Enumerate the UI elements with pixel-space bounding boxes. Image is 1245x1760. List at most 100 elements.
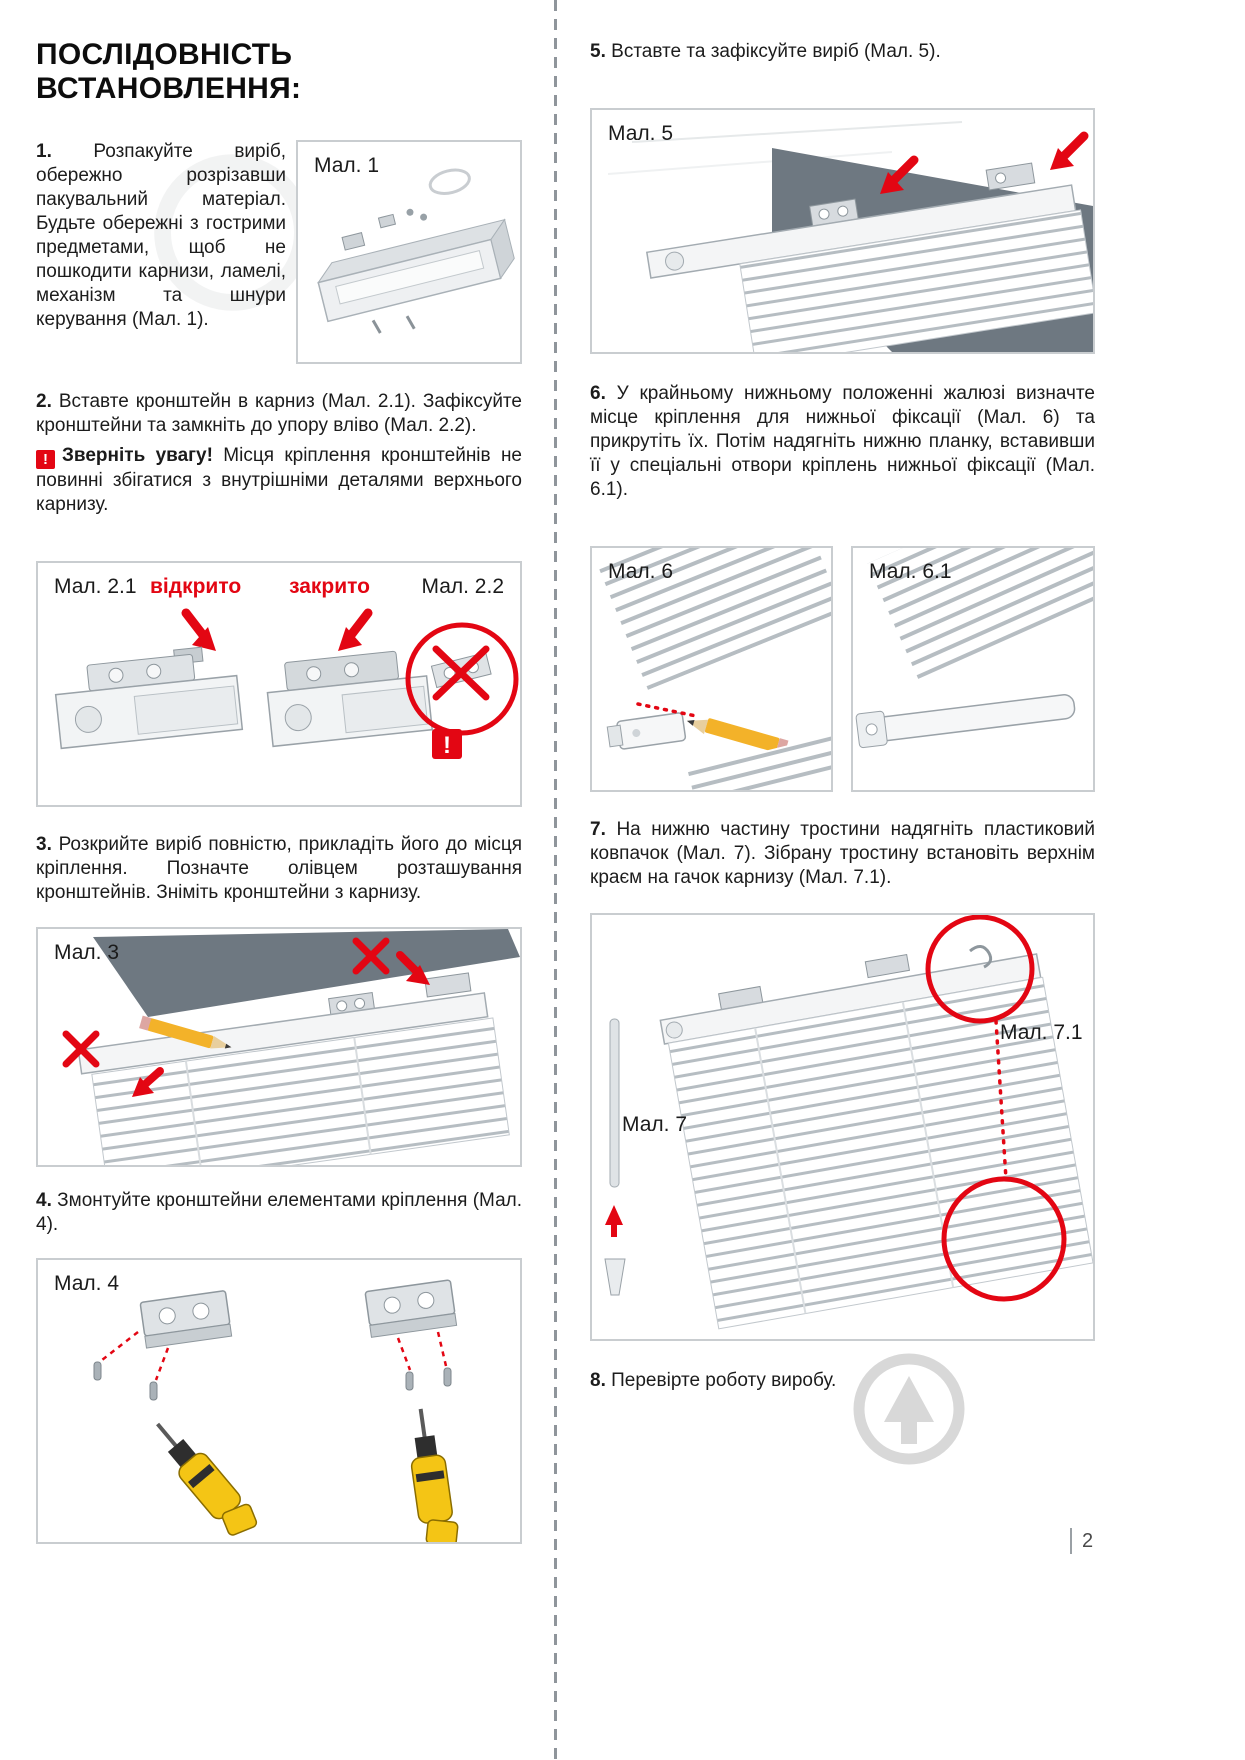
column-divider: [554, 0, 557, 1760]
red-dotted-guide: [994, 1019, 1008, 1182]
bottom-fixation-bracket: [616, 711, 687, 750]
step-5: 5. Вставте та зафіксуйте виріб (Мал. 5).: [590, 40, 1095, 64]
red-arrow-head: [192, 626, 216, 651]
drill-icon: [156, 1423, 258, 1537]
step-5-number: 5.: [590, 41, 606, 62]
figure-7-label: Мал. 7: [622, 1113, 688, 1137]
step-4-text: Змонтуйте кронштейни елементами кріпленн…: [36, 1189, 522, 1235]
slats: [687, 733, 831, 790]
red-dashed-guide: [101, 1331, 170, 1381]
step-6-text: У крайньому нижньому положенні жалюзі ви…: [590, 382, 1095, 500]
warning-icon: !: [36, 449, 55, 469]
figure-2-open-label: відкрито: [150, 574, 242, 598]
warning-title: Зверніть увагу!: [62, 444, 213, 466]
wand-cap: [604, 1258, 626, 1296]
figure-1-label: Мал. 1: [314, 154, 380, 177]
step-6-number: 6.: [590, 382, 606, 404]
step-6: 6. У крайньому нижньому положенні жалюзі…: [590, 382, 1095, 502]
figure-4: Мал. 4: [36, 1258, 522, 1545]
screw: [405, 1371, 414, 1391]
figure-6-illustration: [597, 547, 831, 790]
figure-7-illustration: [604, 915, 1093, 1330]
figure-5-illustration: [607, 120, 1093, 352]
step-2-number: 2.: [36, 391, 52, 412]
figure-6-label: Мал. 6: [608, 559, 674, 583]
red-x-mark: [62, 937, 390, 1068]
figure-5: Мал. 5: [590, 107, 1095, 354]
red-circle-callout: [941, 1176, 1067, 1302]
bracket-part: [377, 213, 397, 229]
headrail: [77, 991, 489, 1075]
red-dashed-guide: [396, 1332, 448, 1371]
figure-6-1-illustration: [855, 547, 1093, 748]
figure-3-illustration: [62, 928, 520, 1165]
right-column: 5. Вставте та зафіксуйте виріб (Мал. 5).…: [590, 0, 1095, 1393]
figure-7-1-label: Мал. 7.1: [1000, 1021, 1083, 1045]
screw: [443, 1367, 452, 1387]
page-number: 2: [1070, 1528, 1093, 1554]
step-2-text: Вставте кронштейн в карниз (Мал. 2.1). З…: [36, 391, 522, 436]
drill-icon: [410, 1409, 459, 1543]
bracket: [985, 162, 1036, 191]
page-title: ПОСЛІДОВНІСТЬ ВСТАНОВЛЕННЯ:: [36, 38, 302, 105]
slats: [667, 977, 1093, 1330]
bottom-rail: [870, 693, 1076, 742]
slats: [739, 209, 1093, 352]
figure-6-1-label: Мал. 6.1: [869, 559, 952, 583]
red-up-arrow: [605, 1205, 623, 1226]
bracket: [424, 971, 472, 998]
figure-2-2-label: Мал. 2.2: [421, 574, 504, 598]
figure-2-illustration: !: [54, 608, 519, 759]
step-3-text: Розкрийте виріб повністю, прикладіть йог…: [36, 833, 523, 903]
slats: [867, 547, 1093, 681]
slats: [597, 547, 831, 690]
bracket-part: [341, 232, 366, 251]
pencil-icon: [139, 1015, 232, 1049]
step-4-number: 4.: [36, 1189, 52, 1211]
step-1-text: Розпакуйте виріб, обережно розрізавши па…: [36, 141, 286, 330]
bracket: [864, 954, 911, 979]
figure-5-label: Мал. 5: [608, 121, 674, 145]
figure-7: Мал. 7 Мал. 7.1: [590, 913, 1095, 1342]
warning-text: Місця кріплення кронштейнів не повинні з…: [36, 444, 523, 515]
step-5-text: Вставте та зафіксуйте виріб (Мал. 5).: [611, 41, 941, 62]
tilt-wand: [609, 1018, 620, 1188]
alert-exclamation: !: [443, 732, 451, 759]
screw: [371, 319, 382, 334]
figure-6-1: Мал. 6.1: [851, 545, 1095, 792]
screw: [149, 1381, 158, 1401]
left-column: ПОСЛІДОВНІСТЬ ВСТАНОВЛЕННЯ: 1. Розпакуйт…: [36, 0, 522, 1545]
alert-square: [432, 728, 462, 759]
figure-4-label: Мал. 4: [54, 1272, 120, 1296]
figure-6-row: Мал. 6: [590, 545, 1095, 792]
figure-2-closed-label: закрито: [289, 574, 370, 598]
red-arrow-head: [338, 626, 362, 651]
figure-1-illustration: [317, 168, 515, 334]
screw: [93, 1361, 102, 1381]
figure-2-1-label: Мал. 2.1: [54, 574, 137, 598]
step-8-text: Перевірте роботу виробу.: [611, 1370, 837, 1392]
step-3: 3. Розкрийте виріб повністю, прикладіть …: [36, 833, 522, 905]
step-8-number: 8.: [590, 1370, 606, 1392]
figure-4-illustration: [93, 1279, 459, 1543]
warning-note: ! Зверніть увагу! Місця кріплення кронште…: [36, 444, 522, 517]
figure-2: Мал. 2.1 відкрито закрито Мал. 2.2: [36, 560, 522, 807]
wall-dark-band: [93, 928, 520, 1017]
step-3-number: 3.: [36, 833, 52, 855]
step-8: 8. Перевірте роботу виробу.: [590, 1369, 1095, 1393]
step-7-number: 7.: [590, 818, 606, 840]
screw: [405, 315, 416, 330]
slats: [91, 1016, 510, 1165]
step-2: 2. Вставте кронштейн в карниз (Мал. 2.1)…: [36, 390, 522, 438]
step-1: 1. Розпакуйте виріб, обережно розрізавши…: [36, 140, 286, 332]
step-1-row: 1. Розпакуйте виріб, обережно розрізавши…: [36, 140, 522, 364]
figure-1: Мал. 1: [296, 140, 522, 364]
step-7: 7. На нижню частину тростини надягніть п…: [590, 818, 1095, 890]
figure-3-label: Мал. 3: [54, 940, 120, 964]
red-circle-callout: [925, 915, 1035, 1024]
step-1-number: 1.: [36, 141, 52, 162]
figure-3: Мал. 3: [36, 926, 522, 1167]
control-cord: [428, 168, 471, 195]
red-dotted-guide: [636, 701, 698, 718]
figure-6: Мал. 6: [590, 545, 833, 792]
